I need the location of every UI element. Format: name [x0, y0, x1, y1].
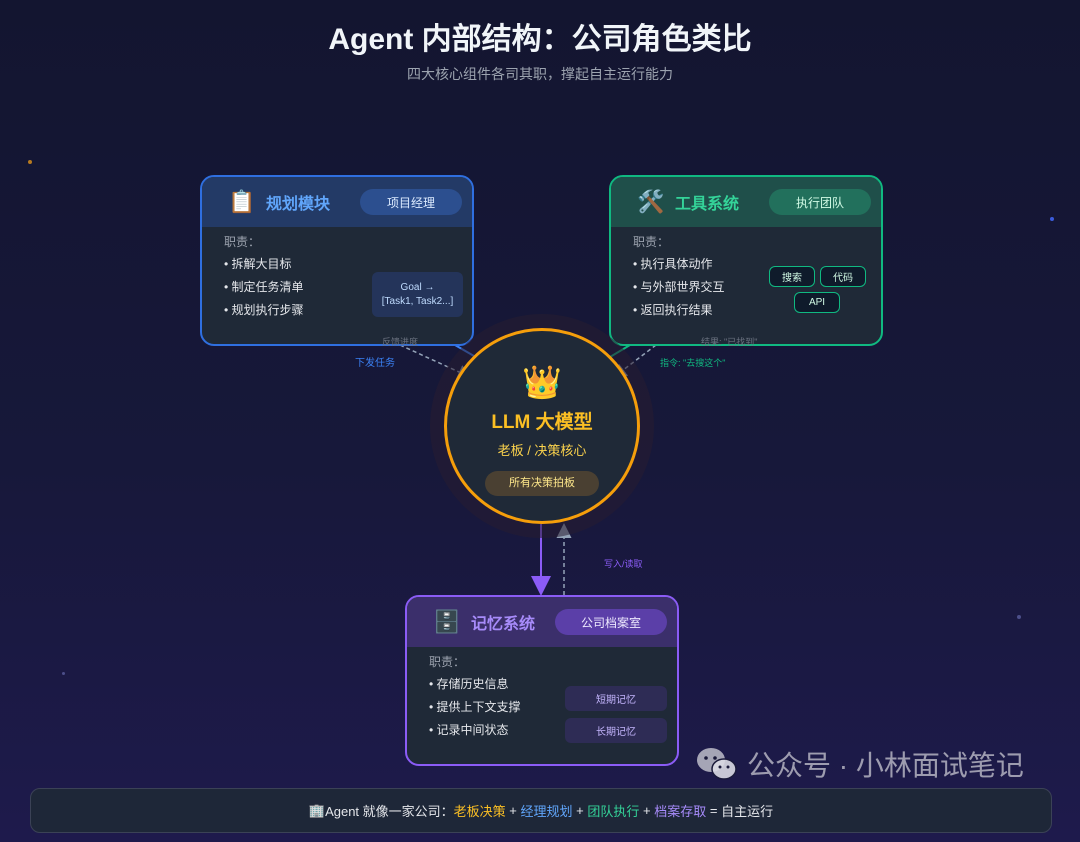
list-item: 制定任务清单	[224, 278, 304, 301]
goal-example: Goal → [Task1, Task2...]	[372, 272, 463, 317]
planning-module-card: 📋 规划模块 项目经理 职责： 拆解大目标制定任务清单规划执行步骤 Goal → [T…	[200, 175, 474, 346]
llm-subtitle: 老板 / 决策核心	[497, 443, 587, 458]
tools-link-line	[609, 344, 631, 358]
list-item: 提供上下文支撑	[429, 698, 521, 721]
decor-dot	[62, 672, 65, 675]
summary-manager: 经理规划	[520, 804, 573, 819]
tool-chip-api: API	[794, 292, 840, 313]
feedback-label: 反馈进度	[382, 337, 419, 347]
decor-dot	[1050, 217, 1054, 221]
file-cabinet-icon: 🗄️	[433, 609, 461, 634]
role-badge: 执行团队	[769, 189, 871, 215]
dispatch-label: 下发任务	[355, 358, 395, 369]
equals: =	[709, 803, 718, 818]
llm-title: LLM 大模型	[491, 412, 593, 433]
card-title: 记忆系统	[471, 616, 536, 633]
list-item: 拆解大目标	[224, 255, 304, 278]
result-label: 结果: "已找到"	[701, 337, 758, 347]
clipboard-icon: 📋	[228, 189, 256, 214]
summary-suffix: 自主运行	[721, 804, 774, 819]
duties-label: 职责：	[429, 655, 466, 669]
readwrite-label: 写入/读取	[604, 559, 643, 569]
example-line: Goal →	[400, 281, 435, 293]
decor-dot	[1017, 615, 1021, 619]
feedback-arrow	[399, 344, 473, 379]
page-title: Agent 内部结构：公司角色类比	[328, 23, 752, 56]
list-item: 与外部世界交互	[633, 278, 725, 301]
role-badge: 项目经理	[360, 189, 462, 215]
wechat-icon	[697, 748, 737, 780]
card-title: 工具系统	[675, 196, 740, 213]
example-line: [Task1, Task2...]	[381, 295, 454, 307]
duties-label: 职责：	[224, 235, 261, 249]
list-item: 规划执行步骤	[224, 301, 304, 324]
list-item: 存储历史信息	[429, 675, 521, 698]
plus: +	[509, 803, 517, 818]
list-item: 执行具体动作	[633, 255, 725, 278]
duties-label: 职责：	[633, 235, 670, 249]
summary-bar: 🏢 Agent 就像一家公司： 老板决策 + 经理规划 + 团队执行 + 档案存…	[30, 788, 1052, 833]
tool-chip-search: 搜索	[769, 266, 815, 287]
tool-chip-code: 代码	[820, 266, 866, 287]
plus: +	[643, 803, 651, 818]
page-subtitle: 四大核心组件各司其职，撑起自主运行能力	[407, 66, 673, 82]
list-item: 记录中间状态	[429, 721, 521, 744]
summary-boss: 老板决策	[453, 804, 506, 819]
watermark: 公众号 · 小林面试笔记	[695, 744, 1024, 784]
tool-system-card: 🛠️ 工具系统 执行团队 职责： 执行具体动作与外部世界交互返回执行结果 搜索 代码…	[609, 175, 883, 346]
memory-system-card: 🗄️ 记忆系统 公司档案室 职责： 存储历史信息提供上下文支撑记录中间状态 短期记忆…	[405, 595, 679, 766]
hammer-wrench-icon: 🛠️	[637, 189, 665, 214]
list-item: 返回执行结果	[633, 301, 725, 324]
watermark-text: 公众号 · 小林面试笔记	[747, 750, 1024, 781]
card-title: 规划模块	[266, 196, 331, 213]
decor-dot	[28, 160, 32, 164]
summary-team: 团队执行	[587, 804, 640, 819]
planning-link-line	[454, 344, 475, 357]
llm-core-circle: 👑 LLM 大模型 老板 / 决策核心 所有决策拍板	[444, 328, 640, 524]
plus: +	[576, 803, 584, 818]
summary-prefix: Agent 就像一家公司：	[325, 804, 454, 819]
building-icon: 🏢	[308, 802, 326, 818]
short-term-memory-chip: 短期记忆	[565, 686, 667, 711]
decision-badge: 所有决策拍板	[485, 471, 599, 496]
crown-icon: 👑	[522, 364, 562, 400]
role-badge: 公司档案室	[555, 609, 667, 635]
command-label: 指令: "去搜这个"	[660, 358, 726, 368]
long-term-memory-chip: 长期记忆	[565, 718, 667, 743]
summary-archive: 档案存取	[654, 804, 707, 819]
